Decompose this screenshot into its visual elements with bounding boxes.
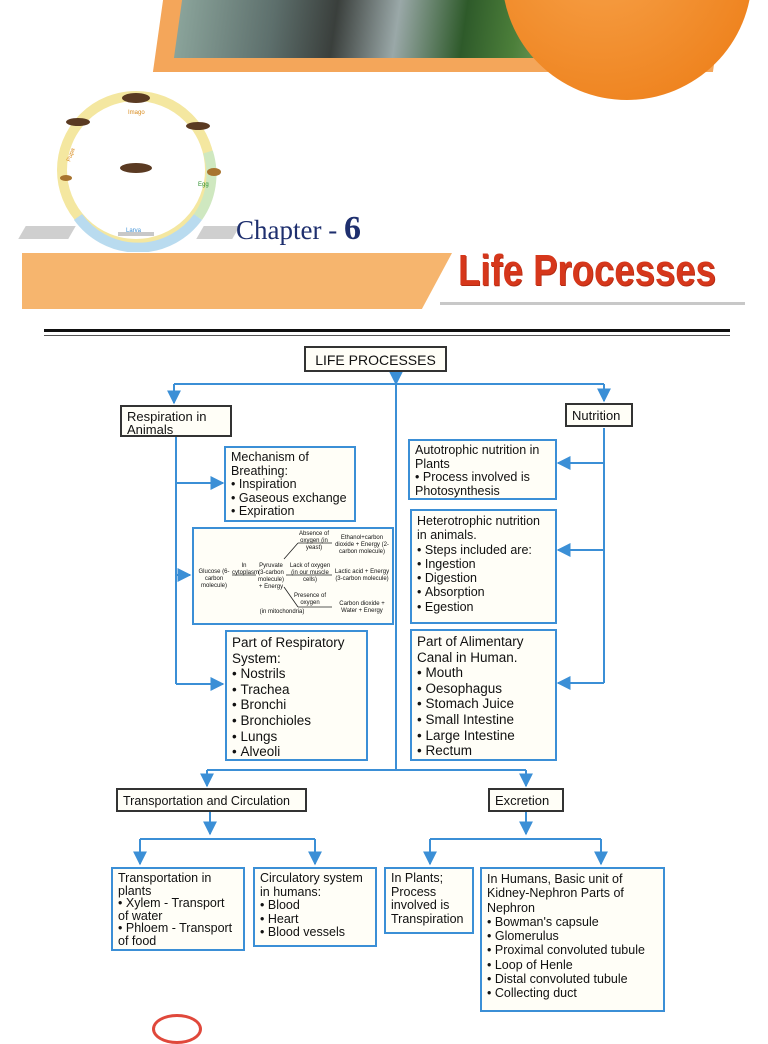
list-item: Bronchi <box>232 697 361 713</box>
list-item: Gaseous exchange <box>231 491 349 506</box>
list-item: Alveoli <box>232 744 361 760</box>
list-item: Nostrils <box>232 666 361 682</box>
list-item: Egestion <box>417 600 550 614</box>
list-item: Ingestion <box>417 557 550 571</box>
autotrophic-list: Process involved is Photosynthesis <box>415 470 550 498</box>
list-item: Heart <box>260 912 370 927</box>
footer-logo-arc <box>152 1014 202 1044</box>
chapter-label: Chapter - 6 <box>236 210 361 248</box>
list-item: Loop of Henle <box>487 958 658 972</box>
transport-plants-list: Xylem - Transport of water Phloem - Tran… <box>118 897 238 947</box>
excretion-node: Excretion <box>488 788 564 812</box>
list-item: Collecting duct <box>487 986 658 1000</box>
heterotrophic-list: Steps included are: Ingestion Digestion … <box>417 543 550 614</box>
autotrophic-box: Autotrophic nutrition in Plants Process … <box>408 439 557 500</box>
list-item: Lungs <box>232 729 361 745</box>
list-item: Small Intestine <box>417 712 550 728</box>
list-item: Expiration <box>231 504 349 519</box>
pathway-cytoplasm: In cytoplasm <box>232 563 260 576</box>
header-divider-bottom <box>44 335 730 336</box>
list-item: Proximal convoluted tubule <box>487 943 658 957</box>
alimentary-canal-title: Part of Alimentary Canal in Human. <box>417 634 524 665</box>
nutrition-node: Nutrition <box>565 403 633 427</box>
list-item: Mouth <box>417 665 550 681</box>
pathway-mitochondria: (in mitochondria) <box>259 609 305 615</box>
mosquito-right <box>186 122 210 130</box>
circulatory-title: Circulatory system in humans: <box>260 871 363 899</box>
egg-raft <box>118 232 154 236</box>
pathway-absence: Absence of oxygen (in yeast) <box>298 531 330 551</box>
life-cycle-label-larva: Larva <box>126 228 142 234</box>
transport-plants-box: Transportation in plants Xylem - Transpo… <box>111 867 245 951</box>
alimentary-canal-list: Mouth Oesophagus Stomach Juice Small Int… <box>417 665 550 759</box>
pathway-presence: Presence of oxygen <box>293 593 327 606</box>
pupa-right <box>207 168 221 176</box>
pathway-pyruvate: Pyruvate (3-carbon molecule) + Energy <box>257 563 284 590</box>
excretion-plants-box: In Plants; Process involved is Transpira… <box>384 867 474 934</box>
chapter-header: Imago Pupa Larva Egg Chapter - 6 Life Pr… <box>0 0 768 336</box>
life-cycle-illustration: Imago Pupa Larva Egg <box>57 91 221 252</box>
list-item: Phloem - Transport of food <box>118 922 238 947</box>
transport-node: Transportation and Circulation <box>116 788 307 812</box>
excretion-humans-title: In Humans, Basic unit of Kidney-Nephron … <box>487 872 624 915</box>
list-item: Digestion <box>417 571 550 585</box>
heterotrophic-title: Heterotrophic nutrition in animals. <box>417 514 540 543</box>
list-item: Absorption <box>417 585 550 599</box>
respiratory-system-list: Nostrils Trachea Bronchi Bronchioles Lun… <box>232 666 361 760</box>
title-banner <box>22 253 452 309</box>
pathway-arrows <box>232 542 332 608</box>
list-item: Inspiration <box>231 477 349 492</box>
mosquito-center <box>120 163 152 173</box>
larva-left <box>60 175 72 181</box>
respiration-node: Respiration in Animals <box>120 405 232 437</box>
heterotrophic-box: Heterotrophic nutrition in animals. Step… <box>410 509 557 624</box>
life-cycle-ring-blue <box>73 213 203 252</box>
pathway-ethanol: Ethanol+carbon dioxide + Energy (2-carbo… <box>335 535 389 555</box>
title-underline <box>440 302 745 305</box>
list-item: Blood vessels <box>260 925 370 940</box>
list-item: Stomach Juice <box>417 696 550 712</box>
page-title: Life Processes <box>458 246 716 295</box>
pathway-lactic: Lactic acid + Energy (3-carbon molecule) <box>334 569 390 582</box>
chapter-text: Chapter - <box>236 215 338 245</box>
transport-plants-title: Transportation in plants <box>118 871 212 898</box>
breathing-list: Inspiration Gaseous exchange Expiration <box>231 477 349 519</box>
respiratory-system-title: Part of Respiratory System: <box>232 635 345 666</box>
list-item: Trachea <box>232 682 361 698</box>
list-item: Distal convoluted tubule <box>487 972 658 986</box>
life-cycle-ring-green <box>193 150 217 220</box>
mosquito-top <box>122 93 150 103</box>
alimentary-canal-box: Part of Alimentary Canal in Human. Mouth… <box>410 629 557 761</box>
pathway-glucose: Glucose (6-carbon molecule) <box>198 569 230 589</box>
root-node: LIFE PROCESSES <box>304 346 447 372</box>
excretion-humans-box: In Humans, Basic unit of Kidney-Nephron … <box>480 867 665 1012</box>
life-cycle-label-egg: Egg <box>198 182 209 188</box>
breathing-title: Mechanism of Breathing: <box>231 450 309 478</box>
list-item: Large Intestine <box>417 728 550 744</box>
list-item: Rectum <box>417 743 550 759</box>
nephron-parts-list: Bowman's capsule Glomerulus Proximal con… <box>487 915 658 1001</box>
breathing-box: Mechanism of Breathing: Inspiration Gase… <box>224 446 356 522</box>
list-item: Steps included are: <box>417 543 550 557</box>
list-item: Bronchioles <box>232 713 361 729</box>
chapter-number: 6 <box>343 210 361 247</box>
mosquito-left <box>66 118 90 126</box>
circulatory-list: Blood Heart Blood vessels <box>260 898 370 940</box>
list-item: Process involved is Photosynthesis <box>415 470 550 498</box>
pathway-co2: Carbon dioxide + Water + Energy <box>339 601 385 614</box>
pathway-lack: Lack of oxygen (in our muscle cells) <box>289 563 331 583</box>
list-item: Oesophagus <box>417 681 550 697</box>
list-item: Bowman's capsule <box>487 915 658 929</box>
list-item: Blood <box>260 898 370 913</box>
header-divider-top <box>44 329 730 332</box>
pathway-box: Glucose (6-carbon molecule) In cytoplasm… <box>192 527 394 625</box>
circulatory-box: Circulatory system in humans: Blood Hear… <box>253 867 377 947</box>
autotrophic-title: Autotrophic nutrition in Plants <box>415 443 540 471</box>
life-cycle-label-pupa: Pupa <box>66 147 77 163</box>
list-item: Xylem - Transport of water <box>118 897 238 922</box>
list-item: Glomerulus <box>487 929 658 943</box>
respiratory-system-box: Part of Respiratory System: Nostrils Tra… <box>225 630 368 761</box>
life-cycle-label-imago: Imago <box>128 110 145 116</box>
